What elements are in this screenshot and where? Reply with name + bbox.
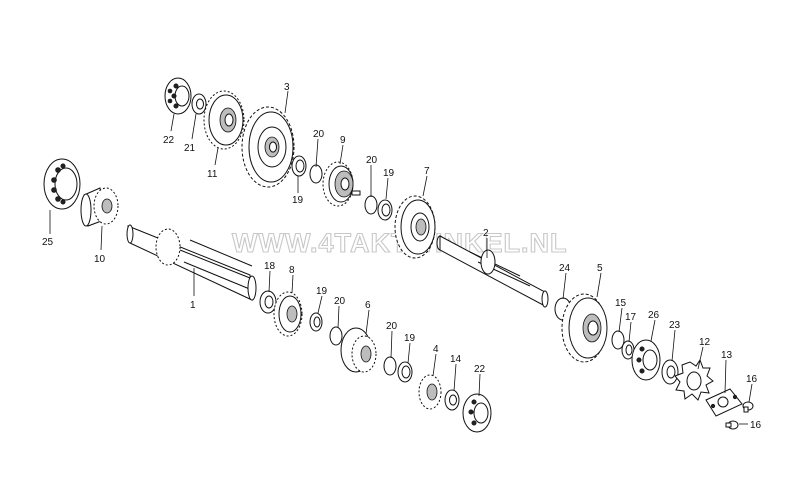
callout-1: 1 xyxy=(190,300,196,311)
callout-22-upper: 22 xyxy=(163,135,175,146)
gear-8 xyxy=(273,291,303,337)
bolt-16-lower xyxy=(725,420,739,430)
callout-24: 24 xyxy=(559,263,571,274)
callout-25: 25 xyxy=(42,237,54,248)
callout-16-lower: 16 xyxy=(750,420,762,431)
mainshaft-1 xyxy=(126,224,257,301)
circlip-20-lower-a xyxy=(329,326,343,346)
washer-21 xyxy=(191,93,207,115)
callout-2: 2 xyxy=(483,228,489,239)
washer-19-lower-b xyxy=(397,361,413,383)
callout-16-upper: 16 xyxy=(746,374,758,385)
callout-13: 13 xyxy=(721,350,733,361)
bearing-22-upper xyxy=(164,77,192,115)
leader-lines xyxy=(49,90,753,425)
callout-18: 18 xyxy=(264,261,276,272)
bearing-25 xyxy=(43,158,81,210)
callout-19-upper-a: 19 xyxy=(292,195,304,206)
sprocket-12 xyxy=(674,358,714,401)
fixing-plate-13 xyxy=(705,388,743,417)
bearing-26 xyxy=(631,339,661,381)
callout-7: 7 xyxy=(424,166,430,177)
callout-19-upper-b: 19 xyxy=(383,168,395,179)
circlip-20-upper-a xyxy=(309,164,323,184)
gear-3 xyxy=(241,106,295,188)
callout-5: 5 xyxy=(597,263,603,274)
callout-19-lower-b: 19 xyxy=(404,333,416,344)
callout-10: 10 xyxy=(94,254,106,265)
collar-15 xyxy=(611,330,625,350)
callout-26: 26 xyxy=(648,310,660,321)
callout-19-lower-a: 19 xyxy=(316,286,328,297)
callout-23: 23 xyxy=(669,320,681,331)
gear-10 xyxy=(80,187,119,227)
circlip-20-upper-b xyxy=(364,195,378,215)
washer-19-lower-a xyxy=(309,312,323,332)
oil-seal-23 xyxy=(661,359,679,385)
gear-5 xyxy=(561,293,608,363)
callout-4: 4 xyxy=(433,344,439,355)
callout-20-lower-b: 20 xyxy=(386,321,398,332)
callout-15: 15 xyxy=(615,298,627,309)
gear-9 xyxy=(322,161,361,207)
washer-18 xyxy=(259,290,277,314)
circlip-20-lower-b xyxy=(383,356,397,376)
callout-11: 11 xyxy=(207,169,218,180)
callout-21: 21 xyxy=(184,143,196,154)
washer-19-upper-a xyxy=(291,155,307,177)
gear-4 xyxy=(418,374,442,410)
gear-6 xyxy=(340,327,377,373)
callout-14: 14 xyxy=(450,354,462,365)
callout-numbers: 22 21 11 3 20 9 19 20 19 7 25 10 1 18 8 … xyxy=(42,82,762,431)
callout-8: 8 xyxy=(289,265,295,276)
callout-9: 9 xyxy=(340,135,346,146)
callout-20-lower-a: 20 xyxy=(334,296,346,307)
callout-20-upper-a: 20 xyxy=(313,129,325,140)
callout-12: 12 xyxy=(699,337,711,348)
gear-7 xyxy=(394,195,436,259)
countershaft-2 xyxy=(436,235,549,308)
gear-11 xyxy=(203,90,245,150)
callout-17: 17 xyxy=(625,312,637,323)
bearing-22-lower xyxy=(462,393,492,433)
washer-19-upper-b xyxy=(377,199,393,221)
callout-20-upper-b: 20 xyxy=(366,155,378,166)
callout-22-lower: 22 xyxy=(474,364,486,375)
bolt-16-upper xyxy=(742,401,754,413)
callout-6: 6 xyxy=(365,300,371,311)
callout-3: 3 xyxy=(284,82,290,93)
washer-14 xyxy=(444,389,460,411)
